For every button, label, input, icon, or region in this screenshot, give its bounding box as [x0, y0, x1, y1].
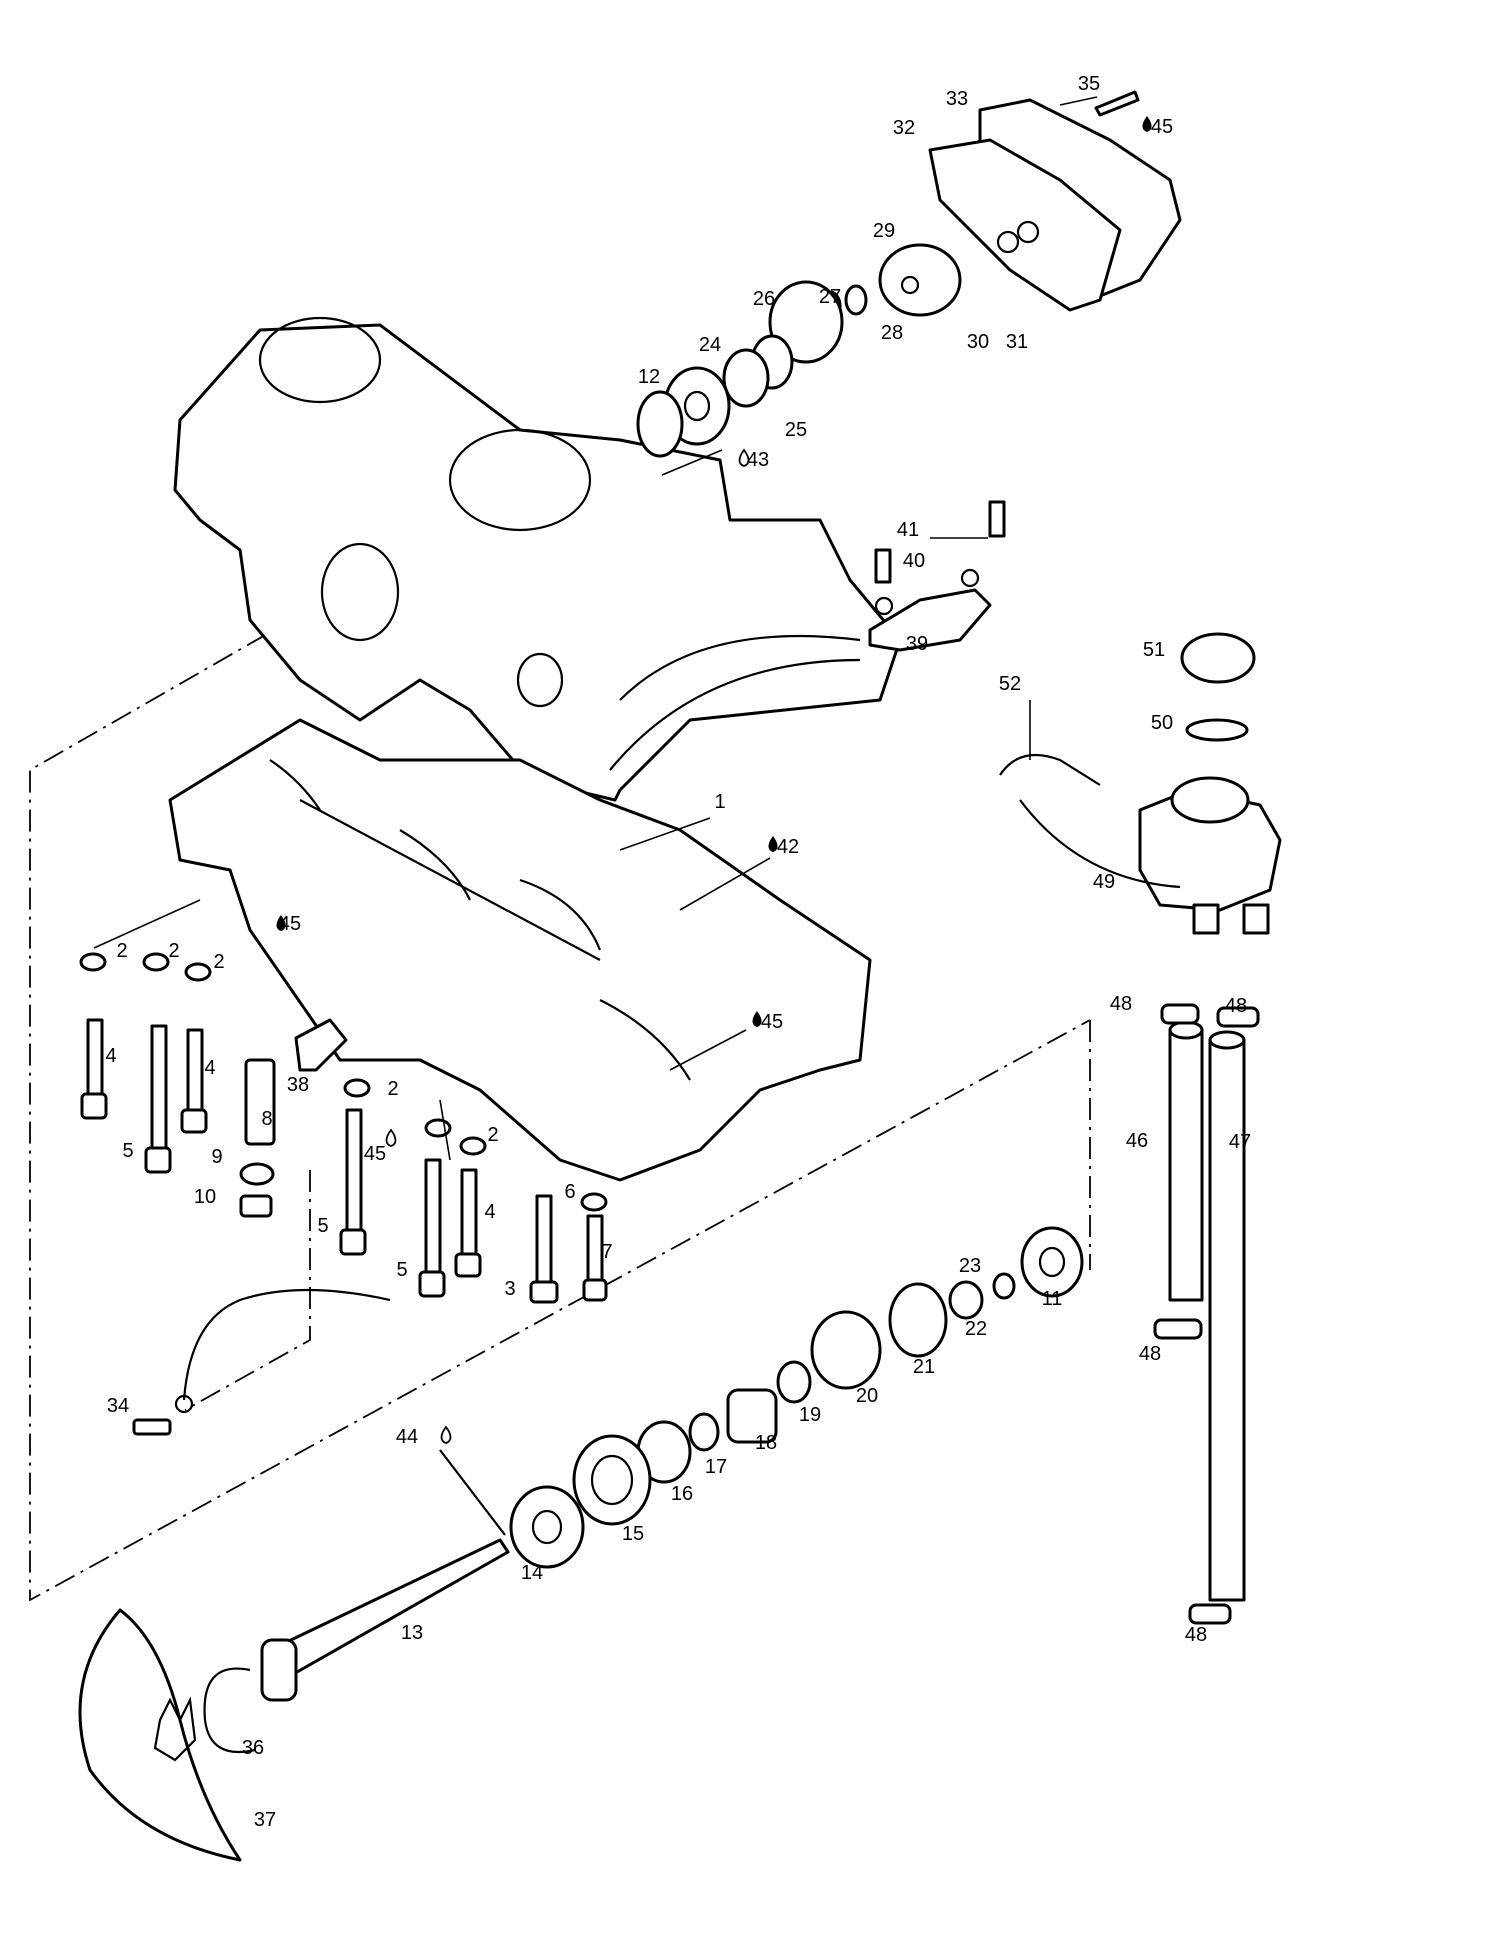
callout-c31: 31 [1006, 331, 1028, 353]
callout-c3: 3 [504, 1278, 515, 1300]
callout-c48c: 48 [1139, 1343, 1161, 1365]
callout-c23: 23 [959, 1255, 981, 1277]
callout-c2b: 2 [168, 940, 179, 962]
lower-crankcase [168, 718, 872, 1182]
callout-c41: 41 [897, 519, 919, 541]
callout-c38: 38 [287, 1074, 309, 1096]
callout-c2c: 2 [213, 951, 224, 973]
callout-c27: 27 [819, 286, 841, 308]
callout-c43: 43 [747, 449, 769, 471]
callout-c34: 34 [107, 1395, 129, 1417]
callout-c45c: 45 [761, 1011, 783, 1033]
callout-c14: 14 [521, 1562, 543, 1584]
callout-c36: 36 [242, 1737, 264, 1759]
callout-c50: 50 [1151, 712, 1173, 734]
callout-c20: 20 [856, 1385, 878, 1407]
callout-c6: 6 [564, 1181, 575, 1203]
callout-c30: 30 [967, 331, 989, 353]
callout-c42: 42 [777, 836, 799, 858]
shaft-stack-lower [509, 1226, 1084, 1569]
callout-c21: 21 [913, 1356, 935, 1378]
callout-c51: 51 [1143, 639, 1165, 661]
callout-c47: 47 [1229, 1131, 1251, 1153]
lubricant-drop-icon [440, 1425, 452, 1444]
callout-c45a: 45 [1151, 116, 1173, 138]
callout-c26: 26 [753, 288, 775, 310]
callout-c32: 32 [893, 117, 915, 139]
lubricant-drop-icon [752, 1011, 762, 1027]
ground-wire [132, 1288, 391, 1436]
lubricant-drop-icon [276, 915, 286, 931]
callout-c48a: 48 [1110, 993, 1132, 1015]
callout-c29: 29 [873, 220, 895, 242]
shield-and-circlip [78, 1608, 256, 1862]
oil-pump-assembly [878, 90, 1182, 317]
callout-c40: 40 [903, 550, 925, 572]
callout-c8: 8 [261, 1108, 272, 1130]
callout-c5b: 5 [317, 1215, 328, 1237]
upper-crankcase [173, 316, 902, 802]
lubricant-drop-icon [1142, 116, 1152, 132]
seal-stack-upper [636, 280, 868, 458]
leader-lines [93, 96, 1098, 1161]
callout-c4c: 4 [484, 1201, 495, 1223]
callout-c45b: 45 [279, 913, 301, 935]
callout-c7: 7 [601, 1241, 612, 1263]
callout-c5c: 5 [396, 1259, 407, 1281]
callout-c9: 9 [211, 1146, 222, 1168]
callout-c52: 52 [999, 673, 1021, 695]
callout-c4a: 4 [105, 1045, 116, 1067]
callout-c1: 1 [714, 791, 725, 813]
callout-c28: 28 [881, 322, 903, 344]
callout-c44: 44 [396, 1426, 418, 1448]
callout-c33: 33 [946, 88, 968, 110]
assembly-boundary [29, 614, 1091, 1602]
callout-c46: 46 [1126, 1130, 1148, 1152]
callout-c35: 35 [1078, 73, 1100, 95]
callout-c13: 13 [401, 1622, 423, 1644]
callout-c22: 22 [965, 1318, 987, 1340]
callout-c49: 49 [1093, 871, 1115, 893]
callout-c2a: 2 [116, 940, 127, 962]
lubricant-drop-icon [385, 1128, 397, 1147]
callout-c15: 15 [622, 1523, 644, 1545]
callout-c25: 25 [785, 419, 807, 441]
callout-c17: 17 [705, 1456, 727, 1478]
callout-c12: 12 [638, 366, 660, 388]
drive-shaft [260, 1449, 510, 1702]
callout-c4b: 4 [204, 1057, 215, 1079]
callout-c48b: 48 [1225, 995, 1247, 1017]
callout-c5a: 5 [122, 1140, 133, 1162]
bracket-assembly [868, 500, 1006, 652]
oil-reservoir [999, 632, 1282, 935]
lubricant-drop-icon [768, 836, 778, 852]
callout-c2d: 2 [387, 1078, 398, 1100]
callout-c24: 24 [699, 334, 721, 356]
oil-hoses [1153, 1003, 1260, 1625]
bolts-and-washers [79, 952, 608, 1304]
callout-c18: 18 [755, 1432, 777, 1454]
callout-c45d: 45 [364, 1143, 386, 1165]
lubricant-drop-icon [738, 448, 750, 467]
lubricant-symbols [276, 116, 1152, 1444]
callout-c2e: 2 [487, 1124, 498, 1146]
callout-c48d: 48 [1185, 1624, 1207, 1646]
callout-c19: 19 [799, 1404, 821, 1426]
callout-c11: 11 [1042, 1288, 1063, 1310]
callout-c37: 37 [254, 1809, 276, 1831]
callout-c16: 16 [671, 1483, 693, 1505]
callout-c39: 39 [906, 633, 928, 655]
callout-c10: 10 [194, 1186, 216, 1208]
